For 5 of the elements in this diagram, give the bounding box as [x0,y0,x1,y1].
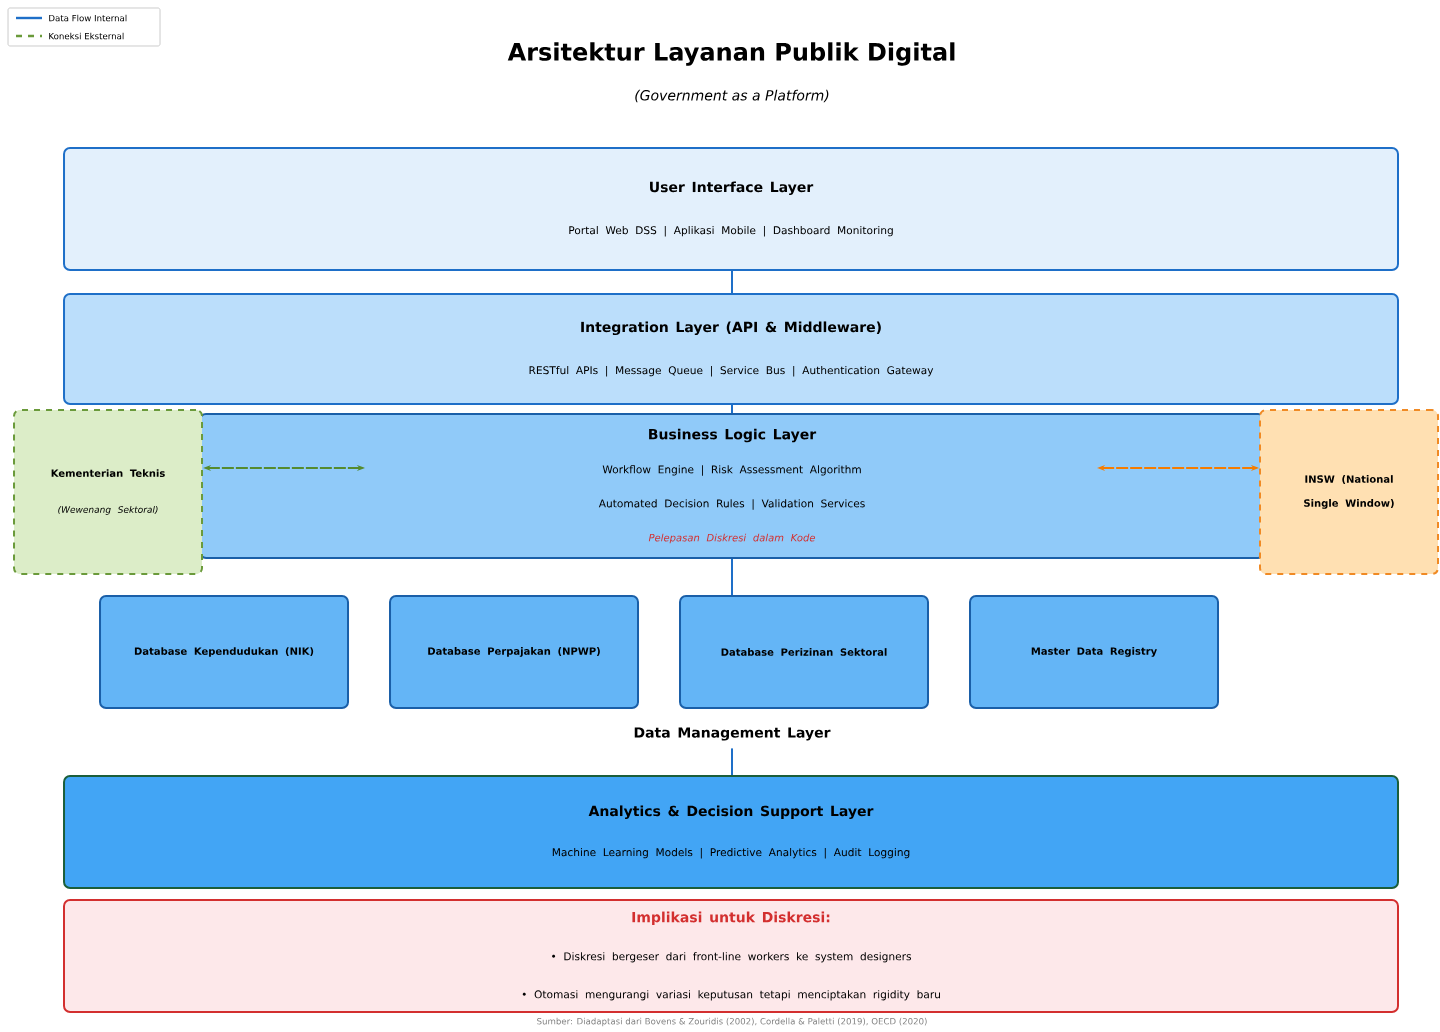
title: Arsitektur Layanan Publik Digital [507,42,955,66]
connector [731,404,733,414]
connector [731,558,733,596]
connector [731,747,733,776]
connector [731,270,733,294]
